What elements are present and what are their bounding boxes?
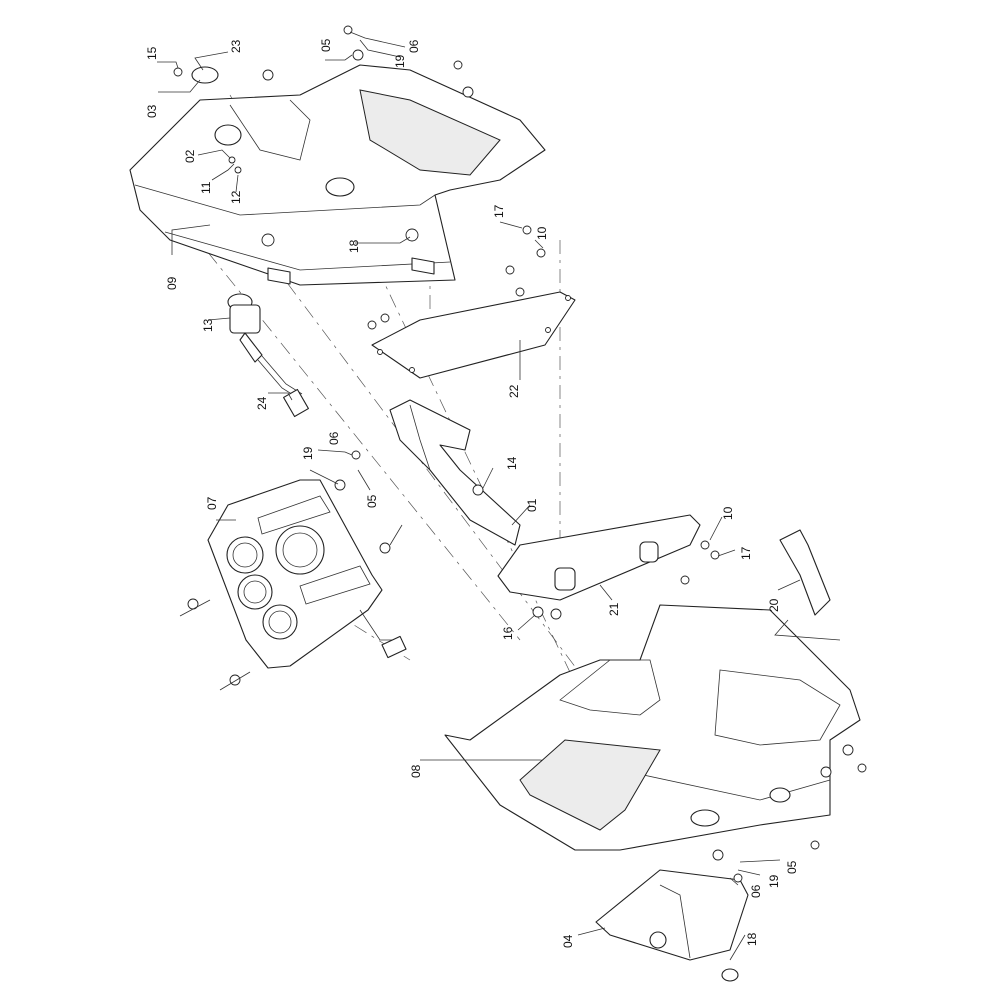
- label-06-top: 06: [407, 39, 421, 53]
- label-10-bot: 10: [721, 506, 735, 520]
- label-19-bot: 19: [767, 874, 781, 888]
- label-19-mid: 19: [301, 446, 315, 460]
- center-bracket: [389, 399, 521, 546]
- label-18-bot: 18: [745, 932, 759, 946]
- label-21: 21: [607, 602, 621, 616]
- label-09: 09: [165, 276, 179, 290]
- label-22: 22: [507, 384, 521, 398]
- access-cover: [595, 869, 749, 982]
- label-10-top: 10: [535, 226, 549, 240]
- label-13: 13: [201, 318, 215, 332]
- label-15: 15: [145, 46, 159, 60]
- label-12: 12: [229, 190, 243, 204]
- lower-console-cover: [444, 604, 861, 851]
- upper-console-cover: [129, 64, 546, 286]
- upper-bracket-plate: [371, 291, 576, 379]
- side-mount-bracket: [779, 529, 831, 616]
- label-08: 08: [409, 764, 423, 778]
- label-06-mid: 06: [327, 431, 341, 445]
- label-14: 14: [505, 456, 519, 470]
- ignition-switch-assembly: [227, 293, 309, 418]
- label-03: 03: [145, 104, 159, 118]
- label-02: 02: [183, 149, 197, 163]
- label-05-bot: 05: [785, 860, 799, 874]
- label-17-top: 17: [492, 204, 506, 218]
- label-17-bot: 17: [739, 546, 753, 560]
- label-05-top: 05: [319, 38, 333, 52]
- loose-hardware: [173, 25, 867, 883]
- label-23: 23: [229, 39, 243, 53]
- label-01: 01: [525, 498, 539, 512]
- label-16: 16: [501, 626, 515, 640]
- label-06-bot: 06: [749, 884, 763, 898]
- label-20: 20: [767, 598, 781, 612]
- lower-bracket-plate: [497, 514, 701, 620]
- label-05-mid: 05: [365, 494, 379, 508]
- label-24: 24: [255, 396, 269, 410]
- instrument-cluster: [179, 479, 407, 691]
- label-18-top: 18: [347, 239, 361, 253]
- label-11: 11: [199, 181, 213, 194]
- leader-lines: [157, 31, 841, 961]
- part-labels: 15 23 03 05 19 06 02 11 12 09 17 10 18 1…: [145, 38, 799, 948]
- label-07: 07: [205, 496, 219, 510]
- label-04: 04: [561, 934, 575, 948]
- label-19-top: 19: [393, 54, 407, 68]
